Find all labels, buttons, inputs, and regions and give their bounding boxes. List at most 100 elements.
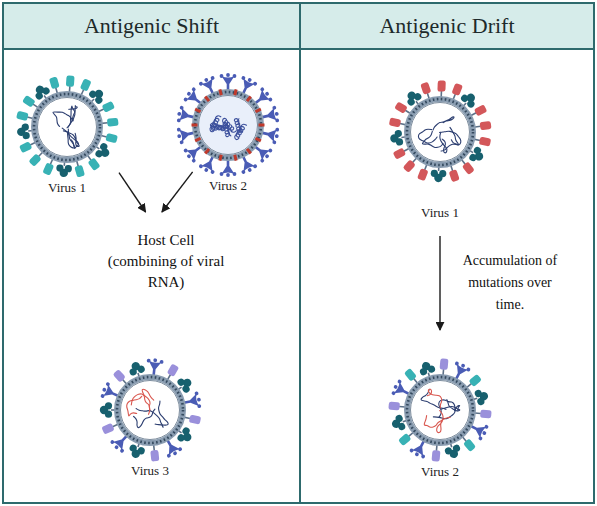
spike-tip (178, 447, 183, 452)
spike-head (42, 162, 54, 175)
spike-tip (274, 134, 279, 139)
spike-cluster (466, 99, 476, 109)
spike-head (449, 169, 460, 182)
rna-strand (62, 128, 78, 148)
virus-body (388, 358, 491, 461)
spike-tip (253, 81, 258, 86)
spike-tip (220, 74, 224, 78)
spike-tip (210, 169, 215, 174)
spike-tip (177, 118, 182, 123)
membrane-dots (117, 377, 183, 443)
node-text: (combining of viral RNA) (98, 251, 234, 293)
spike-head (398, 433, 412, 446)
spike-tip (198, 81, 203, 86)
spike-cluster (439, 170, 446, 177)
virus-membrane (195, 92, 261, 158)
spike-head (393, 147, 406, 159)
spike-tip (478, 436, 483, 441)
spike-tip (177, 134, 182, 139)
virus-membrane (407, 377, 473, 443)
virus-core (38, 98, 97, 157)
spike-tip (268, 148, 273, 153)
spike-tip (159, 360, 163, 364)
spike-head (105, 133, 118, 143)
virus-node: Virus 3 (98, 358, 202, 480)
spike-tip (172, 451, 177, 456)
arrow-connector (162, 172, 193, 212)
spike-cluster (452, 444, 461, 453)
virus-label: Virus 1 (388, 204, 492, 222)
panel-heading: Antigenic Shift (4, 4, 299, 50)
rna-strand (440, 133, 447, 153)
virus-membrane (117, 377, 183, 443)
spike-head (420, 82, 431, 95)
spike-tip (102, 387, 107, 392)
virus-membrane (34, 94, 100, 160)
spike-head (19, 141, 32, 153)
rna-strand (418, 129, 437, 143)
membrane-protein (194, 137, 201, 142)
spike-cluster (413, 92, 423, 102)
spike-head (22, 95, 36, 108)
virus-label: Virus 2 (176, 177, 280, 195)
spike-head (417, 168, 429, 181)
spike-head (437, 80, 445, 91)
spike-head (451, 83, 463, 96)
spike-tip (204, 168, 209, 173)
spike-cluster (397, 422, 406, 431)
panel-heading: Antigenic Drift (301, 4, 593, 50)
arrow-connector (119, 173, 146, 212)
virus-label: Virus 1 (15, 179, 119, 197)
node-text: Host Cell (98, 230, 234, 251)
spike-tip (272, 140, 277, 145)
spike-cluster (472, 145, 482, 155)
membrane-protein (255, 137, 262, 142)
spike-tip (194, 391, 199, 396)
membrane-protein (233, 89, 237, 96)
virus-node: Virus 2 (388, 330, 492, 481)
spike-tip (421, 454, 426, 459)
virus-illustration (388, 358, 492, 462)
rna-strand (142, 389, 154, 409)
spike-head (28, 153, 41, 166)
spike-tip (260, 158, 265, 163)
rna-strand (134, 409, 155, 428)
spike-tip (272, 105, 277, 110)
spike-tip (461, 363, 466, 368)
membrane-protein (246, 96, 252, 103)
spike-tip (466, 367, 471, 372)
spike-tip (241, 75, 246, 80)
spike-cluster (105, 411, 112, 418)
spike-head (468, 374, 482, 387)
spike-cluster (476, 397, 485, 406)
spike-head (432, 450, 441, 462)
spike-cluster (427, 365, 436, 374)
virus-illustration (388, 80, 492, 184)
rna-strand (437, 411, 443, 433)
rna-strand (440, 131, 461, 144)
spike-tip (454, 361, 459, 366)
virus-core (411, 103, 470, 162)
membrane-protein (204, 96, 210, 103)
spike-head (66, 75, 75, 87)
spike-tip (264, 91, 269, 96)
rna-strand (155, 401, 168, 425)
spike-cluster (431, 170, 438, 177)
spike-head (189, 415, 201, 425)
membrane-protein (218, 154, 222, 161)
spike-tip (397, 379, 402, 384)
membrane-protein (192, 124, 198, 127)
spike-tip (482, 431, 487, 436)
spike-tip (253, 164, 258, 169)
virus-core (411, 381, 470, 440)
spike-head (480, 121, 492, 130)
spike-tip (210, 75, 215, 80)
membrane-protein (255, 108, 262, 113)
spike-tip (226, 173, 230, 177)
rna-strand (424, 416, 450, 428)
spike-tip (179, 105, 184, 110)
spike-tip (100, 393, 105, 398)
